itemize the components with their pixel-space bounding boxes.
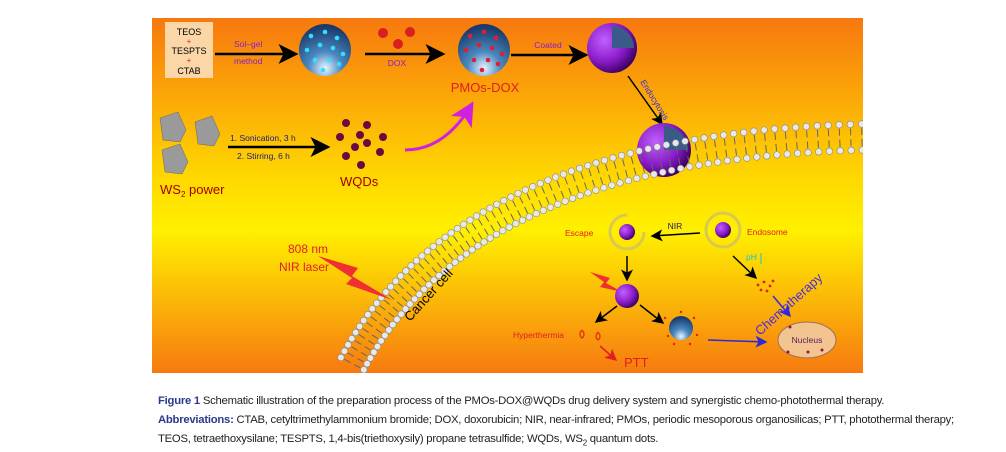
ph-label: pH (746, 252, 757, 262)
pmos-sphere (299, 24, 351, 76)
reagent-tespts: TESPTS (171, 46, 206, 56)
abbreviations-text: TEOS, tetraethoxysilane; TESPTS, 1,4-bis… (158, 433, 583, 445)
hyperthermia-arrow (594, 305, 618, 323)
nir-label: NIR (668, 221, 683, 231)
drug-release-arrow (639, 304, 665, 324)
nir-arrow (650, 229, 701, 242)
endosome-ring (704, 211, 742, 249)
endosome-nanoparticle (715, 222, 731, 238)
chemo-arrow (772, 295, 791, 318)
solgel-label: Sol–gel (234, 39, 262, 49)
stirring-label: 2. Stirring, 6 h (237, 151, 290, 161)
sonication-label: 1. Sonication, 3 h (230, 133, 296, 143)
wqds-label: WQDs (340, 174, 379, 189)
figure-caption-text: Schematic illustration of the preparatio… (199, 395, 885, 407)
abbreviations-line-1: Abbreviations: CTAB, cetyltrimethylammon… (158, 414, 954, 426)
ph-arrow (732, 255, 758, 280)
abbreviations-line-2: TEOS, tetraethoxysilane; TESPTS, 1,4-bis… (158, 433, 658, 447)
escaped-nanoparticle (619, 224, 635, 240)
laser-wavelength-label: 808 nm (288, 242, 328, 256)
dox-molecules (378, 27, 415, 49)
ws2-nanosheets (159, 111, 221, 175)
coated-nanoparticle (587, 23, 637, 73)
loading-arrow (404, 101, 474, 152)
internalized-nanoparticle (637, 123, 691, 177)
nucleus-arrow (707, 335, 768, 348)
ws2-power-label: WS2 power (160, 182, 225, 199)
nir-lightning-icon (590, 272, 622, 292)
laser-lightning-icon (318, 256, 392, 300)
pmos-dox-label: PMOs-DOX (451, 80, 520, 95)
endosome-label: Endosome (747, 227, 788, 237)
dox-label: DOX (388, 58, 407, 68)
heated-nanoparticle (615, 284, 639, 308)
ptt-label: PTT (624, 355, 649, 370)
method-label: method (234, 56, 263, 66)
figure-background (152, 18, 863, 373)
endocytosis-arrow (627, 75, 663, 126)
cell-membrane (337, 120, 863, 373)
released-dox-dots (663, 310, 699, 346)
escape-endosome-ring (608, 213, 646, 251)
escape-label: Escape (565, 228, 594, 238)
nir-laser-label: NIR laser (279, 260, 329, 274)
ptt-arrow (599, 345, 618, 361)
reagent-teos: TEOS (177, 27, 202, 37)
abbreviations-label: Abbreviations: (158, 414, 234, 426)
subscript: 2 (582, 438, 587, 448)
schematic-figure: TEOS + TESPTS + CTAB Sol–gel method DOX … (152, 18, 863, 373)
abbreviations-text: CTAB, cetyltrimethylammonium bromide; DO… (233, 414, 954, 426)
dox-cluster (756, 279, 775, 293)
reagents-box: TEOS + TESPTS + CTAB (165, 22, 213, 78)
reagent-ctab: CTAB (177, 66, 200, 76)
plus-sign: + (187, 37, 192, 46)
nucleus-dox-dots (786, 325, 824, 354)
coated-label: Coated (534, 40, 562, 50)
hyperthermia-label: Hyperthermia (513, 330, 564, 340)
plus-sign: + (187, 56, 192, 65)
wqds-dots (336, 119, 387, 169)
heat-flame-icon (579, 329, 601, 341)
released-carrier (669, 316, 693, 340)
pmos-dox-sphere (458, 24, 510, 76)
abbreviations-text: quantum dots. (586, 433, 659, 445)
figure-label: Figure 1 (158, 395, 200, 407)
nucleus-label: Nucleus (792, 335, 823, 345)
figure-caption: Figure 1 Schematic illustration of the p… (158, 395, 884, 407)
